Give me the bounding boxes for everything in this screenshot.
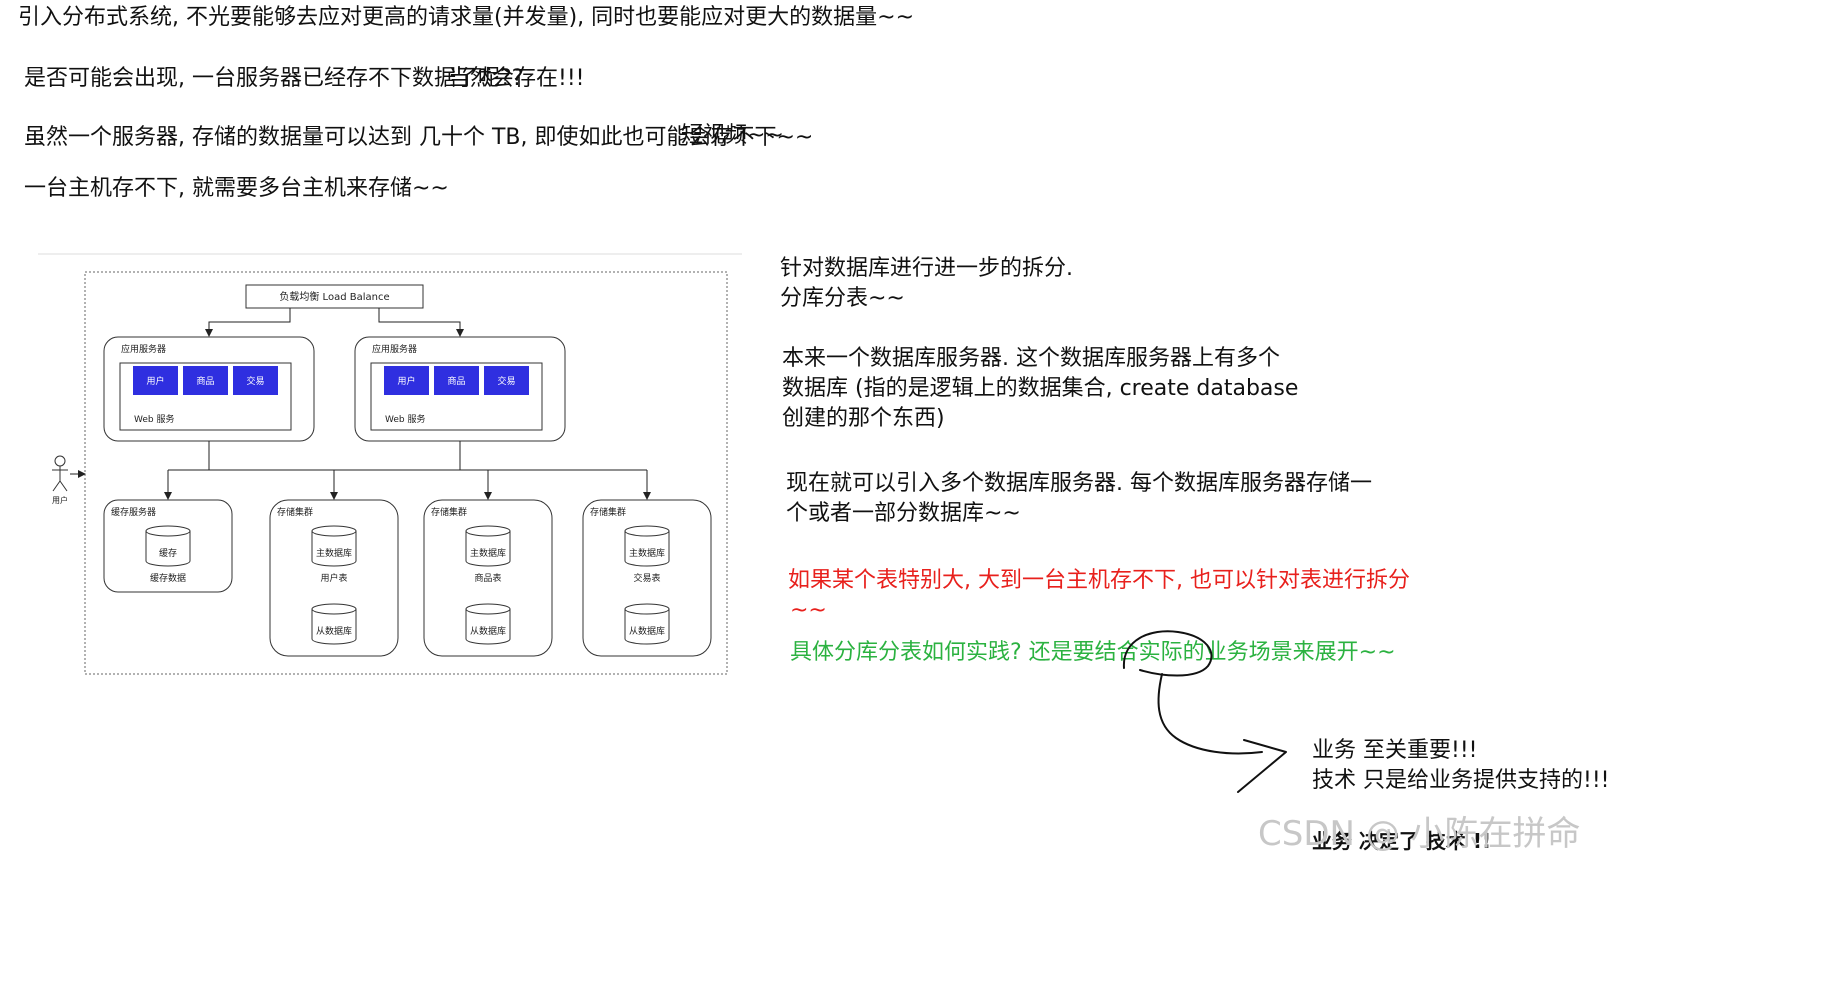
right-note-1: 针对数据库进行进一步的拆分. [780,256,1073,281]
table-user-label: 用户表 [320,572,347,584]
storage-cluster-1-title: 存储集群 [277,506,313,518]
watermark: CSDN @ 小陈在拼命 [1258,814,1581,854]
right-note-12: 技术 只是给业务提供支持的!!! [1312,768,1610,793]
lb-link-right [378,308,464,337]
right-note-2: 分库分表~~ [780,286,905,311]
table-trade-label: 交易表 [633,572,660,584]
lb-link-left [205,308,291,337]
module-goods-1-label: 商品 [196,375,214,387]
user-actor-label: 用户 [52,495,68,505]
app-server-1-title: 应用服务器 [121,343,166,355]
web-service-2-label: Web 服务 [385,413,425,425]
storage-cluster-3 [582,499,712,657]
right-note-8: 如果某个表特别大, 大到一台主机存不下, 也可以针对表进行拆分 [788,568,1410,593]
main-db-3-label: 主数据库 [629,547,665,559]
slave-db-1-label: 从数据库 [316,625,352,637]
cache-label: 缓存 [159,547,177,559]
module-trade-1-label: 交易 [246,375,264,387]
system-boundary [84,271,728,675]
user-actor-icon [52,455,68,492]
module-user-1-label: 用户 [146,375,164,387]
right-note-7: 个或者一部分数据库~~ [786,501,1021,526]
module-user-1 [133,366,178,395]
right-note-3: 本来一个数据库服务器. 这个数据库服务器上有多个 [782,346,1280,371]
module-trade-2-label: 交易 [497,375,515,387]
note-line-1: 引入分布式系统, 不光要能够去应对更高的请求量(并发量), 同时也要能应对更大的… [18,5,915,30]
note-line-2a: 是否可能会出现, 一台服务器已经存不下数据了呢?? [24,66,524,91]
storage-cluster-3-title: 存储集群 [590,506,626,518]
load-balancer-label: 负载均衡 Load Balance [279,290,389,303]
main-db-2-label: 主数据库 [470,547,506,559]
module-goods-1 [183,366,228,395]
load-balancer-box [245,284,424,309]
module-user-2 [384,366,429,395]
right-note-6: 现在就可以引入多个数据库服务器. 每个数据库服务器存储一 [786,471,1372,496]
cache-data-label: 缓存数据 [150,572,186,584]
module-goods-2 [434,366,479,395]
storage-cluster-2-title: 存储集群 [431,506,467,518]
module-user-2-label: 用户 [397,375,415,387]
note-line-2b: 当然会存在!!! [448,66,585,91]
main-db-3-cylinder [624,525,670,567]
main-db-1-label: 主数据库 [316,547,352,559]
module-trade-1 [233,366,278,395]
web-service-1-label: Web 服务 [134,413,174,425]
cache-cylinder [145,525,191,567]
right-note-9: ~~ [790,598,827,623]
storage-cluster-1 [269,499,399,657]
module-trade-2 [484,366,529,395]
right-note-10: 具体分库分表如何实践? 还是要结合实际的业务场景来展开~~ [790,640,1396,665]
cache-server-title: 缓存服务器 [111,506,156,518]
right-note-5: 创建的那个东西) [782,406,945,431]
module-goods-2-label: 商品 [447,375,465,387]
slave-db-3-label: 从数据库 [629,625,665,637]
note-line-4: 一台主机存不下, 就需要多台主机来存储~~ [24,176,449,201]
app-server-2-title: 应用服务器 [372,343,417,355]
note-line-3b: 短视频~~ [681,123,784,148]
storage-cluster-2 [423,499,553,657]
slave-db-2-label: 从数据库 [470,625,506,637]
right-note-13: 业务 决定了 技术 !! [1312,829,1492,853]
table-goods-label: 商品表 [474,572,501,584]
slave-db-1-cylinder [311,603,357,645]
main-db-2-cylinder [465,525,511,567]
note-line-3a: 虽然一个服务器, 存储的数据量可以达到 几十个 TB, 即使如此也可能会存不下~… [24,125,814,150]
right-note-11: 业务 至关重要!!! [1312,738,1478,763]
slave-db-2-cylinder [465,603,511,645]
slave-db-3-cylinder [624,603,670,645]
right-note-4: 数据库 (指的是逻辑上的数据集合, create database [782,376,1299,401]
main-db-1-cylinder [311,525,357,567]
